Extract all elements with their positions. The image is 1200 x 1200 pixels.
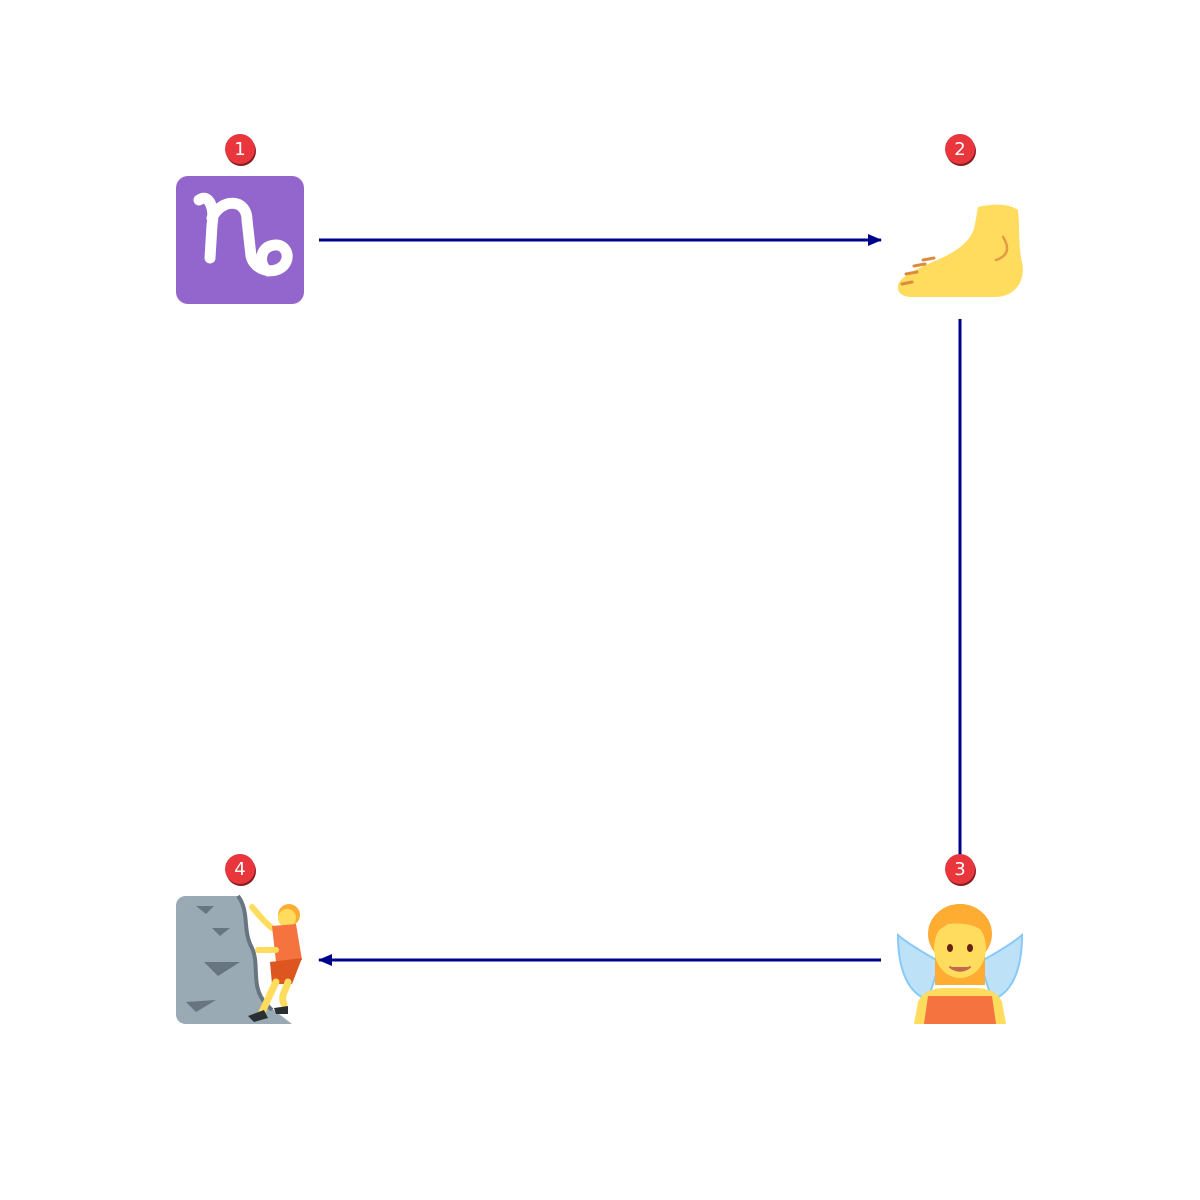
step-badge: 2 <box>945 134 976 166</box>
person-climbing-icon <box>176 894 302 1024</box>
node-2: 2 <box>897 134 1023 297</box>
foot-icon <box>897 204 1023 297</box>
node-3: 3 <box>896 854 1024 1024</box>
step-badge: 4 <box>225 854 256 886</box>
node-1: 1 <box>176 134 304 304</box>
step-badge-label: 4 <box>234 859 245 880</box>
fairy-icon <box>896 904 1024 1024</box>
step-badge-label: 2 <box>954 139 965 160</box>
capricorn-icon <box>176 176 304 304</box>
step-badge: 1 <box>225 134 256 166</box>
step-badge-label: 1 <box>234 139 245 160</box>
step-badge: 3 <box>945 854 976 886</box>
step-badge-label: 3 <box>954 859 965 880</box>
node-4: 4 <box>176 854 302 1024</box>
